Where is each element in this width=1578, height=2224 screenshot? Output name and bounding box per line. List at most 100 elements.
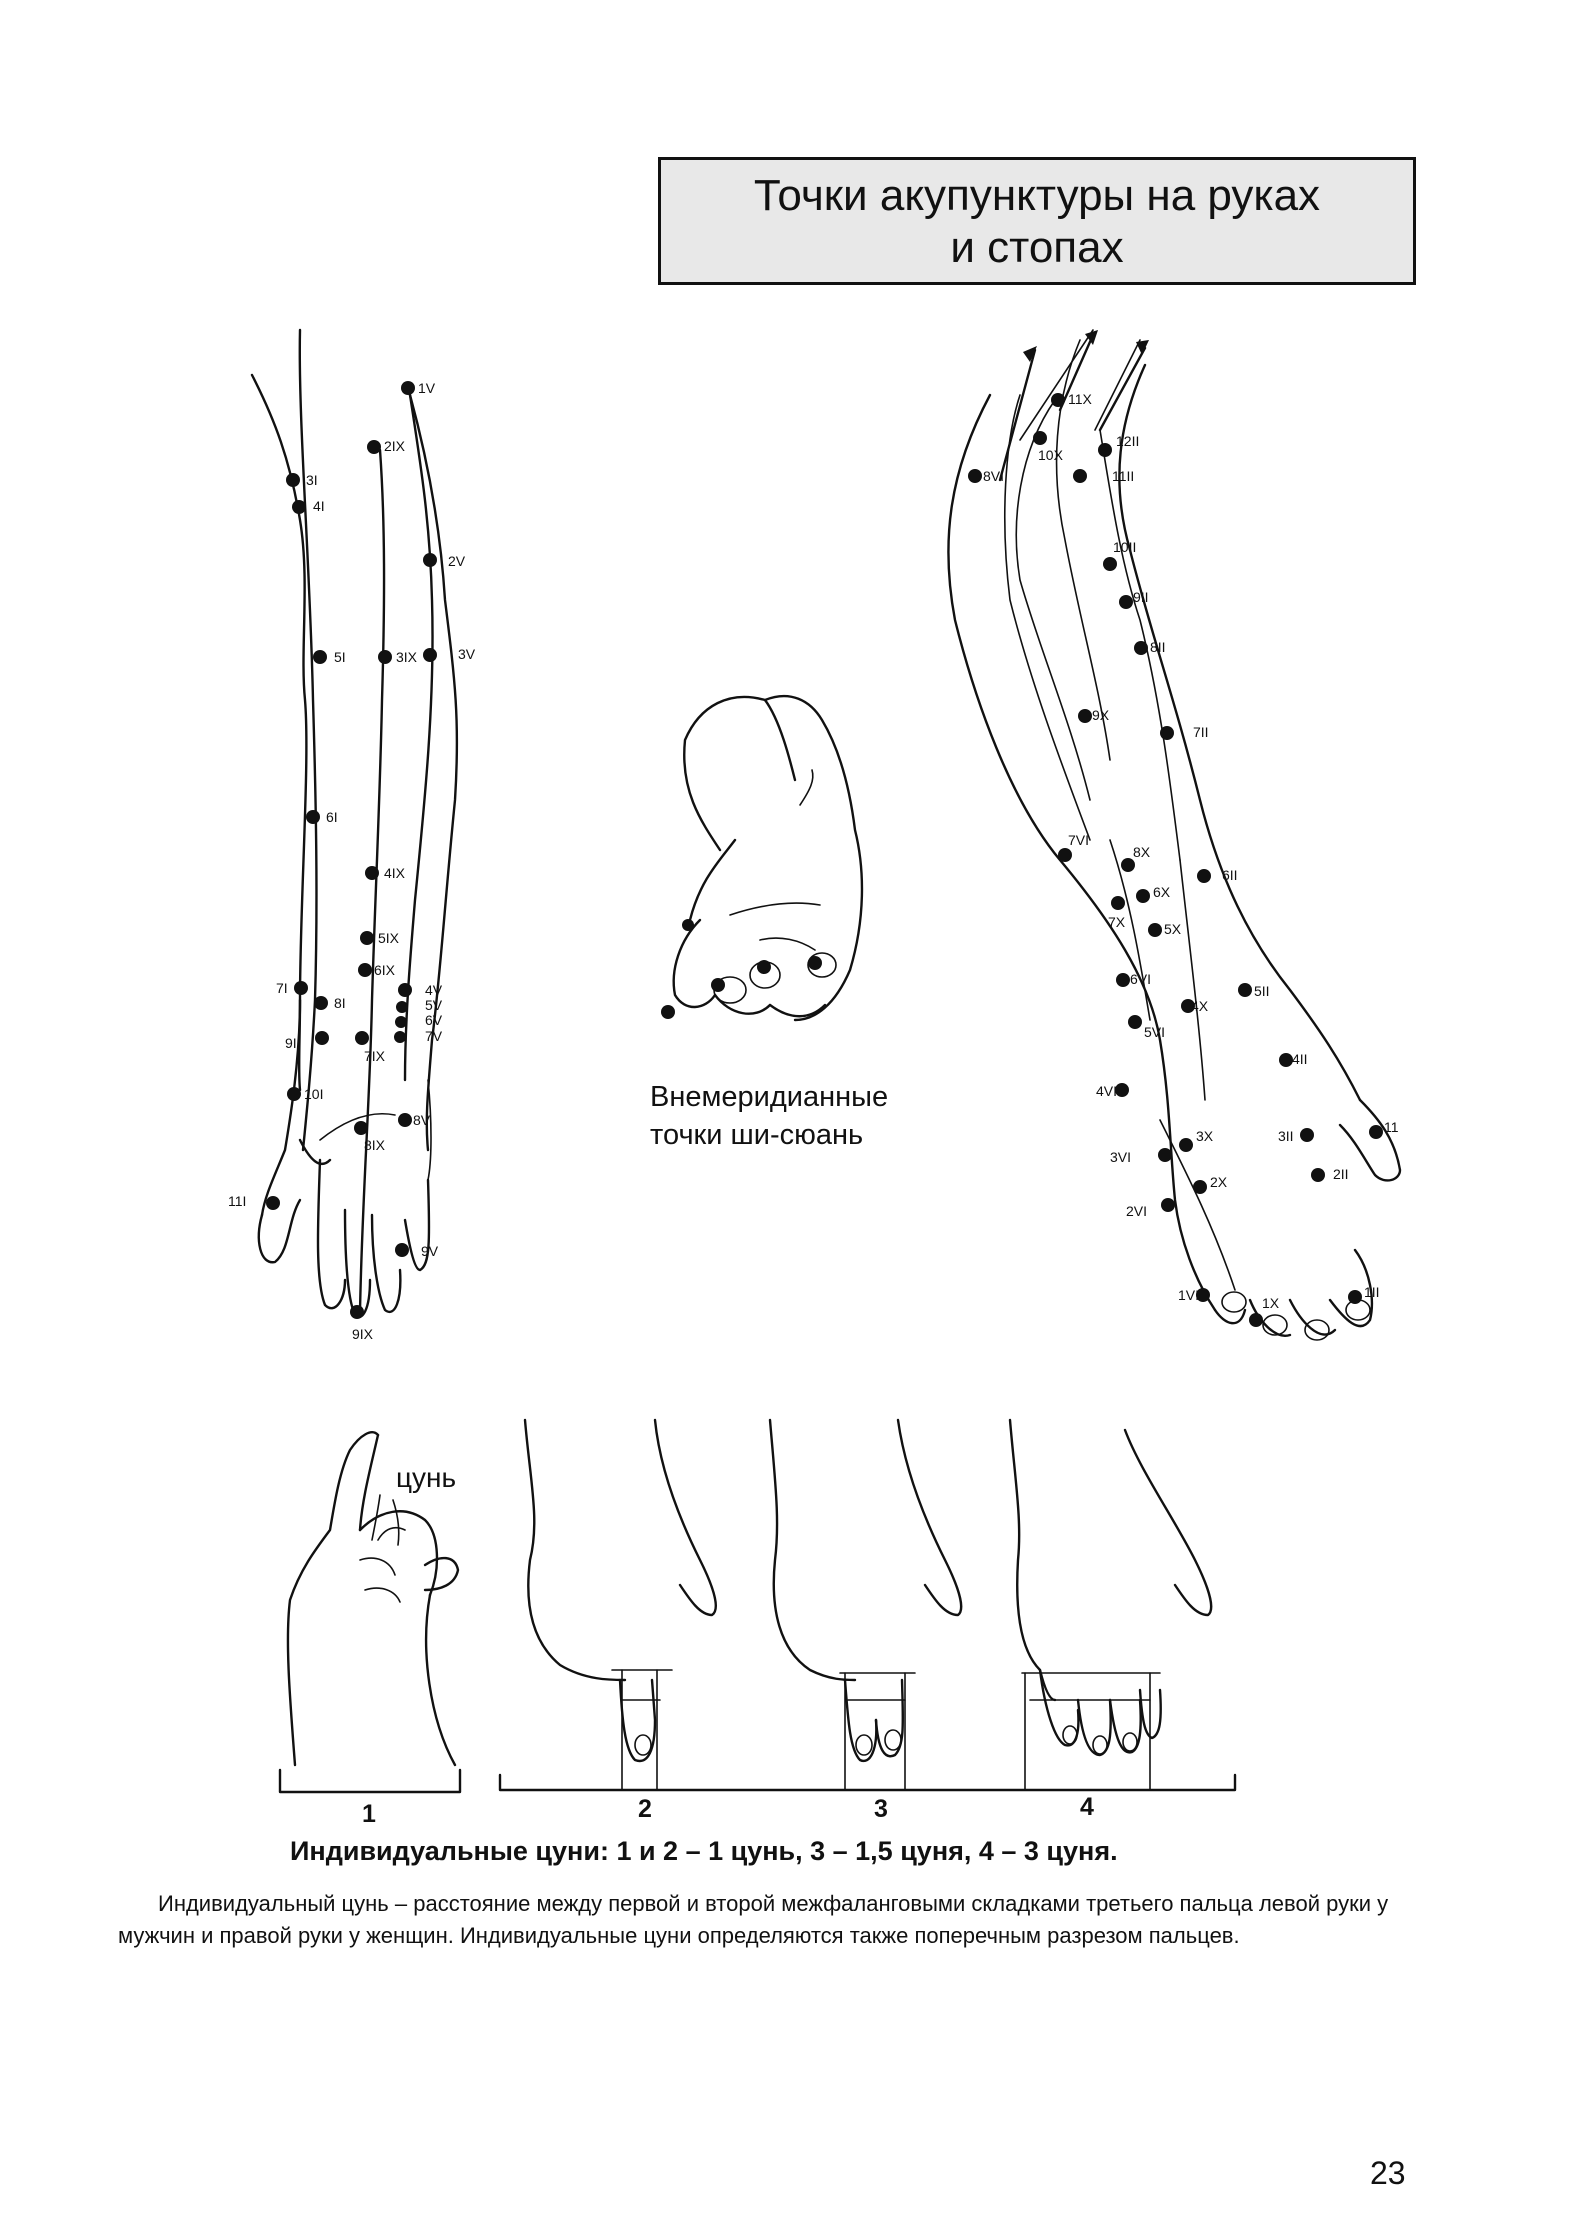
label-9II: 9II bbox=[1133, 589, 1149, 605]
label-4V: 4V bbox=[425, 982, 443, 998]
point-7V bbox=[394, 1031, 406, 1043]
label-2II: 2II bbox=[1333, 1166, 1349, 1182]
label-6VI: 6VI bbox=[1130, 971, 1151, 987]
point-6II bbox=[1197, 869, 1211, 883]
label-11X: 11X bbox=[1068, 391, 1093, 407]
point-2X bbox=[1193, 1180, 1207, 1194]
label-3X: 3X bbox=[1196, 1128, 1214, 1144]
point-3IX bbox=[378, 650, 392, 664]
page-number: 23 bbox=[1370, 2155, 1406, 2191]
body-paragraph: Индивидуальный цунь – расстояние между п… bbox=[118, 1891, 1389, 1948]
point-6V bbox=[395, 1016, 407, 1028]
title-box: Точки акупунктуры на руках и стопах bbox=[658, 157, 1416, 285]
label-3V: 3V bbox=[458, 646, 476, 662]
label-8IX: 8IX bbox=[364, 1137, 386, 1153]
point-1V bbox=[401, 381, 415, 395]
point-7IX bbox=[355, 1031, 369, 1045]
extra-point-3 bbox=[711, 978, 725, 992]
label-5I: 5I bbox=[334, 649, 346, 665]
label-5V: 5V bbox=[425, 997, 443, 1013]
point-11I bbox=[266, 1196, 280, 1210]
point-7II bbox=[1160, 726, 1174, 740]
point-4II bbox=[1279, 1053, 1293, 1067]
extra-point-1 bbox=[682, 919, 694, 931]
cun-label: цунь bbox=[396, 1462, 457, 1493]
point-5IX bbox=[360, 931, 374, 945]
point-2IX bbox=[367, 440, 381, 454]
extra-point-5 bbox=[808, 956, 822, 970]
label-3I: 3I bbox=[306, 472, 318, 488]
label-3IX: 3IX bbox=[396, 649, 418, 665]
extra-points-caption: Внемеридианные точки ши-сюань bbox=[650, 1078, 888, 1154]
label-7V: 7V bbox=[425, 1028, 443, 1044]
point-2II bbox=[1311, 1168, 1325, 1182]
point-8IX bbox=[354, 1121, 368, 1135]
label-2VI: 2VI bbox=[1126, 1203, 1147, 1219]
label-6II: 6II bbox=[1222, 867, 1238, 883]
point-3V bbox=[423, 648, 437, 662]
point-5II bbox=[1238, 983, 1252, 997]
label-7II: 7II bbox=[1193, 724, 1209, 740]
point-6VI bbox=[1116, 973, 1130, 987]
scale-number-4: 4 bbox=[1080, 1793, 1094, 1821]
right-arm-figure: 11X 8VI 10X 12II 11II 10II 9II 8II 9X 7I… bbox=[947, 329, 1402, 1341]
label-10II: 10II bbox=[1113, 539, 1136, 555]
label-6V: 6V bbox=[425, 1012, 443, 1028]
point-9IX bbox=[350, 1305, 364, 1319]
point-3VI bbox=[1158, 1148, 1172, 1162]
label-3II: 3II bbox=[1278, 1128, 1294, 1144]
point-9I bbox=[315, 1031, 329, 1045]
point-9X bbox=[1078, 709, 1092, 723]
point-10X bbox=[1033, 431, 1047, 445]
label-4VI: 4VI bbox=[1096, 1083, 1117, 1099]
label-8II: 8II bbox=[1150, 639, 1166, 655]
label-5X: 5X bbox=[1164, 921, 1182, 937]
point-8V bbox=[398, 1113, 412, 1127]
label-6IX: 6IX bbox=[374, 962, 396, 978]
point-5I bbox=[313, 650, 327, 664]
point-3X bbox=[1179, 1138, 1193, 1152]
point-8I bbox=[314, 996, 328, 1010]
point-11X bbox=[1051, 393, 1065, 407]
point-11 bbox=[1369, 1125, 1383, 1139]
scale-number-3: 3 bbox=[874, 1795, 888, 1823]
label-6X: 6X bbox=[1153, 884, 1171, 900]
label-4II: 4II bbox=[1292, 1051, 1308, 1067]
extra-caption-line-2: точки ши-сюань bbox=[650, 1119, 864, 1151]
label-5II: 5II bbox=[1254, 983, 1270, 999]
point-12II bbox=[1098, 443, 1112, 457]
extra-points-hand-figure bbox=[661, 694, 864, 1022]
point-5X bbox=[1148, 923, 1162, 937]
label-7I: 7I bbox=[276, 980, 288, 996]
point-3II bbox=[1300, 1128, 1314, 1142]
label-7X: 7X bbox=[1108, 914, 1126, 930]
label-5IX: 5IX bbox=[378, 930, 400, 946]
point-4IX bbox=[365, 866, 379, 880]
label-8X: 8X bbox=[1133, 844, 1151, 860]
point-1VI bbox=[1196, 1288, 1210, 1302]
cun-measurement-figures bbox=[278, 1418, 1237, 1794]
extra-caption-line-1: Внемеридианные bbox=[650, 1081, 889, 1113]
point-6I bbox=[306, 810, 320, 824]
arrow-up-icon bbox=[1136, 340, 1149, 355]
scale-bracket-2-4 bbox=[498, 1773, 1237, 1792]
cun-caption: Индивидуальные цуни: 1 и 2 – 1 цунь, 3 –… bbox=[290, 1836, 1118, 1866]
point-7VI bbox=[1058, 848, 1072, 862]
label-11II: 11II bbox=[1112, 468, 1134, 484]
point-4X bbox=[1181, 999, 1195, 1013]
label-1II: 1II bbox=[1364, 1284, 1380, 1300]
scale-number-1: 1 bbox=[362, 1800, 376, 1828]
label-8V: 8V bbox=[413, 1112, 431, 1128]
left-arm-points: 1V 2IX 3I 4I 2V 5I 3IX 3V 6I 4IX 5IX 6IX… bbox=[228, 380, 476, 1342]
label-9IX: 9IX bbox=[352, 1326, 374, 1342]
label-9V: 9V bbox=[421, 1243, 439, 1259]
point-6X bbox=[1136, 889, 1150, 903]
point-11II bbox=[1073, 469, 1087, 483]
label-1VI: 1VI bbox=[1178, 1287, 1199, 1303]
arrow-up-icon bbox=[1023, 346, 1037, 362]
label-10X: 10X bbox=[1038, 447, 1064, 463]
point-3I bbox=[286, 473, 300, 487]
point-9II bbox=[1119, 595, 1133, 609]
point-5VI bbox=[1128, 1015, 1142, 1029]
